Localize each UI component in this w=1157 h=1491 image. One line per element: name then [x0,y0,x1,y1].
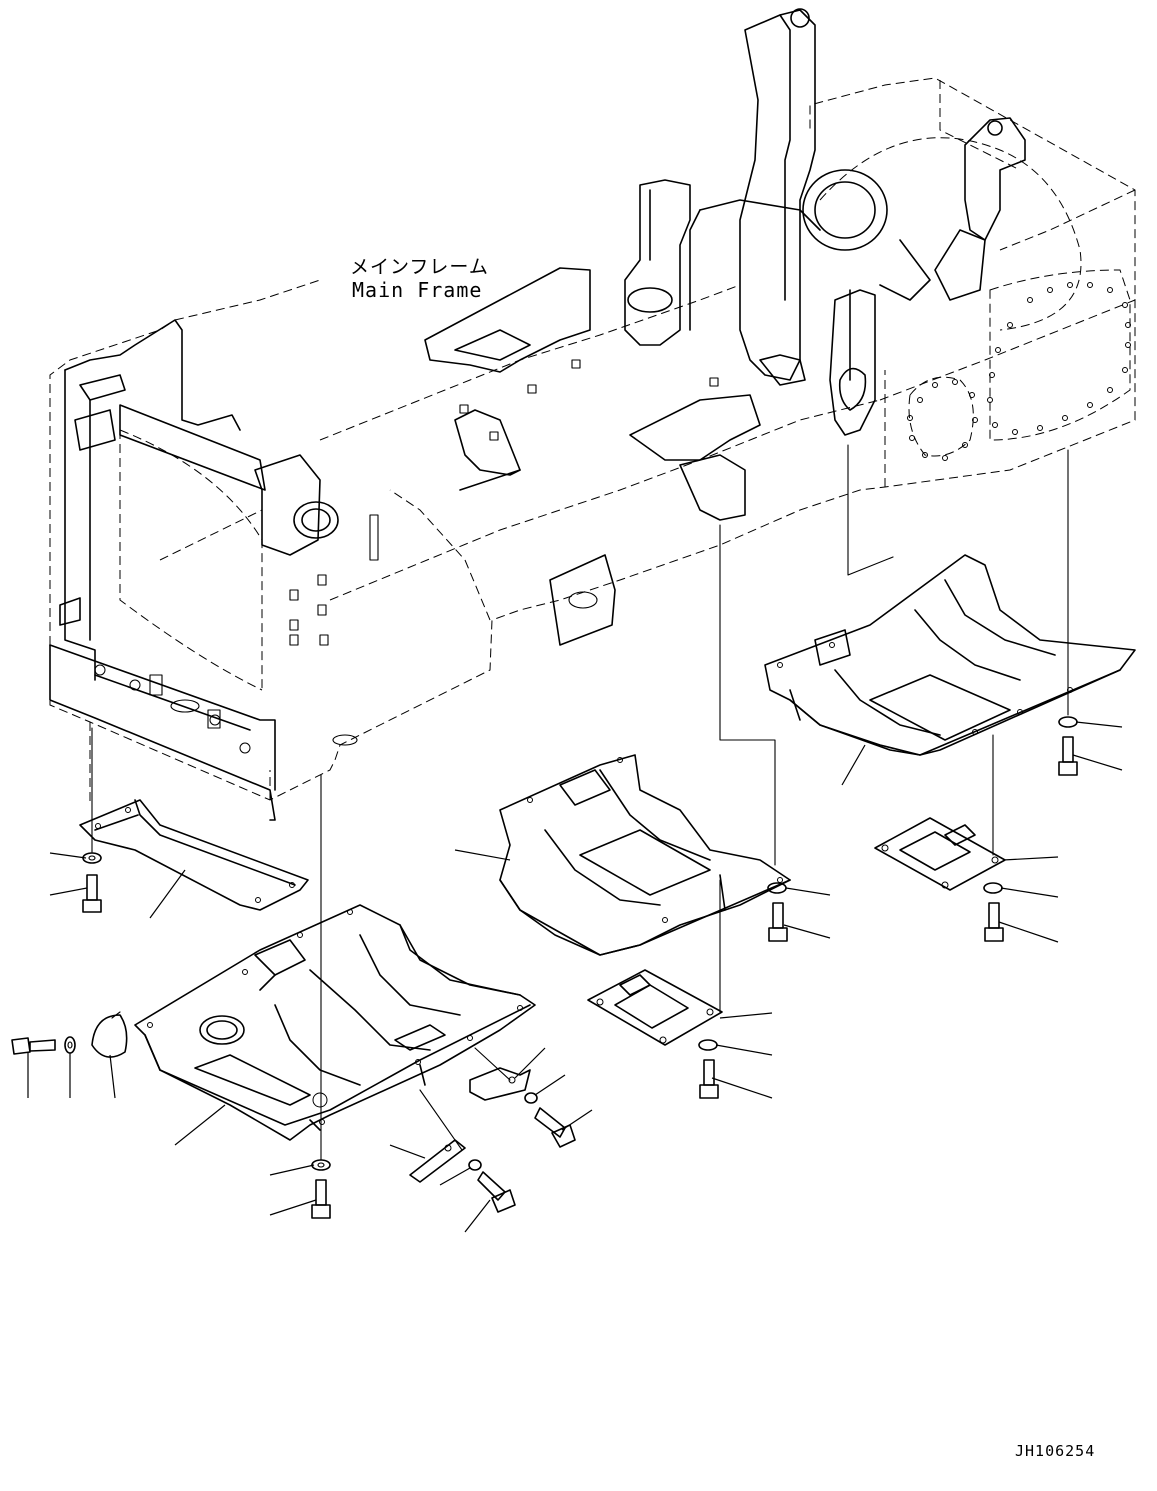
rear-under-guard [764,554,1136,756]
center-inspection-cover [587,969,723,1046]
assembly-lines [91,444,1069,1161]
bolt-bracket-a [524,1092,576,1148]
main-frame-label-en: Main Frame [352,278,483,302]
bolt-horizontal-left [11,1036,76,1055]
front-under-guard [134,904,536,1141]
bolt-center-cover [698,1039,719,1099]
front-strip-guard [79,799,309,911]
bolt-bracket-b [468,1159,516,1213]
main-frame [49,8,1136,821]
bolt-rear-cover [983,882,1004,942]
bolt-rear-guard [1058,716,1078,776]
bolt-front-guard [311,1159,331,1219]
leader-lines [27,721,1123,1233]
small-brackets [91,1011,531,1183]
center-under-guard [499,754,791,956]
main-frame-label-jp: メインフレーム [350,256,489,278]
bolt-front-strip [82,852,102,913]
frame-bolt-heads [289,359,719,746]
rear-inspection-cover [874,817,1006,891]
frame-plate-holes [907,282,1131,461]
drawing-number: JH106254 [1015,1442,1096,1460]
bolt-center [767,882,788,942]
